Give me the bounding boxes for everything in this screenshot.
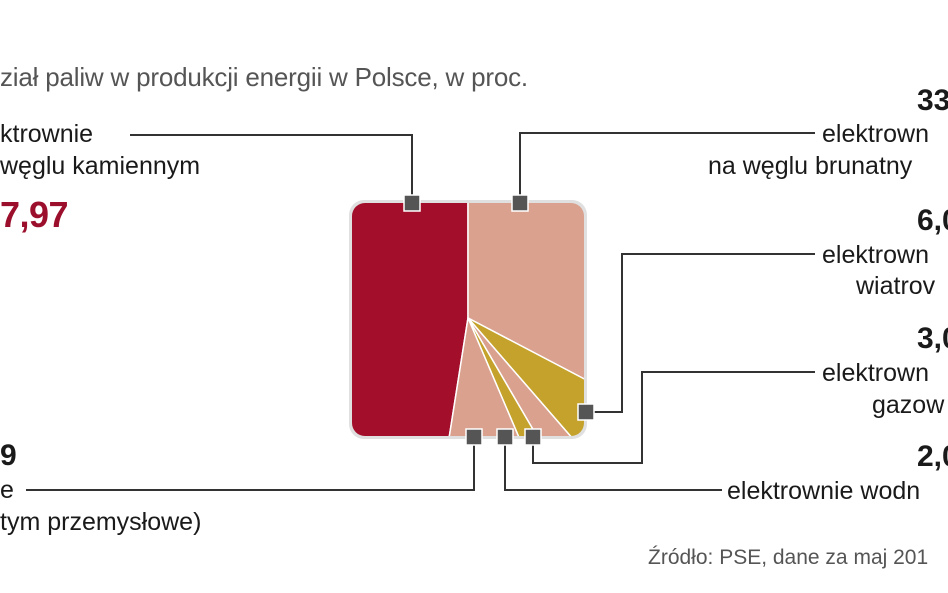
pie-slice-3 bbox=[467, 317, 584, 436]
connector-industrial bbox=[26, 437, 475, 491]
value-lignite: 33 bbox=[917, 84, 948, 117]
label-gas-line2: gazow bbox=[872, 391, 945, 419]
marker-hard-coal bbox=[403, 194, 421, 212]
connector-wind bbox=[586, 253, 815, 413]
value-hydro: 2,0 bbox=[917, 440, 948, 473]
source-note: Źródło: PSE, dane za maj 201 bbox=[648, 546, 929, 569]
label-wind-line1: elektrown bbox=[822, 241, 929, 269]
label-lignite-line1: elektrown bbox=[822, 120, 929, 148]
label-hydro-line1: elektrownie wodn bbox=[727, 477, 921, 505]
label-industrial-line2: tym przemysłowe) bbox=[0, 508, 202, 536]
label-industrial-line1: e bbox=[0, 476, 14, 504]
label-lignite-line2: na węglu brunatny bbox=[708, 152, 913, 180]
value-wind: 6,0 bbox=[917, 204, 948, 237]
pie-slice-1 bbox=[467, 203, 584, 436]
label-hard-coal-line1: ktrownie bbox=[0, 120, 94, 148]
marker-hydro bbox=[496, 428, 514, 446]
connector-lignite bbox=[519, 132, 815, 202]
pie-slice-5 bbox=[426, 315, 572, 436]
value-industrial: 9 bbox=[0, 439, 17, 472]
connector-hard-coal bbox=[130, 134, 413, 202]
connector-lines bbox=[26, 132, 815, 491]
chart-title: ział paliw w produkcji energii w Polsce,… bbox=[0, 62, 528, 92]
value-hard-coal: 7,97 bbox=[0, 194, 69, 235]
connector-gas bbox=[532, 371, 815, 464]
connector-hydro bbox=[504, 437, 722, 491]
value-gas: 3,0 bbox=[917, 322, 948, 355]
label-wind-line2: wiatrov bbox=[856, 272, 936, 300]
marker-lignite bbox=[511, 194, 529, 212]
connector-markers bbox=[403, 194, 595, 446]
label-hard-coal-line2: węglu kamiennym bbox=[0, 152, 201, 180]
pie-slice-4 bbox=[467, 317, 584, 436]
marker-gas bbox=[524, 428, 542, 446]
marker-industrial bbox=[465, 428, 483, 446]
marker-wind bbox=[577, 403, 595, 421]
label-gas-line1: elektrown bbox=[822, 359, 929, 387]
